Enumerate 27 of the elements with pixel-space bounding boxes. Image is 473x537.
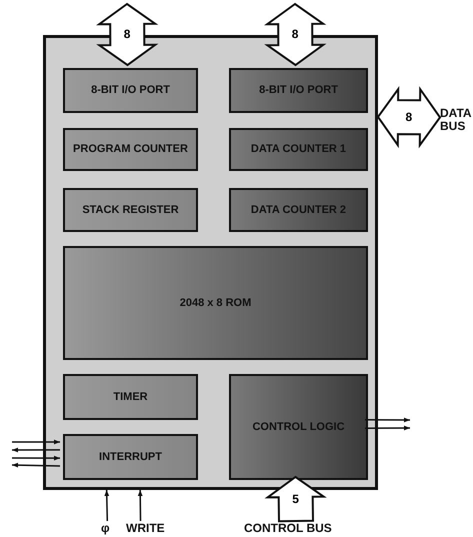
function-block: 8-BIT I/O PORT <box>63 68 198 113</box>
function-block: TIMER <box>63 374 198 420</box>
function-block: 8-BIT I/O PORT <box>229 68 368 113</box>
edge-label: 5 <box>291 492 300 506</box>
bus-arrow <box>264 2 326 66</box>
function-block: DATA COUNTER 1 <box>229 128 368 171</box>
signal-label: φ <box>101 521 115 535</box>
signal-arrow <box>104 490 110 522</box>
function-block: DATA COUNTER 2 <box>229 188 368 232</box>
signal-arrow <box>12 448 60 452</box>
signal-arrow <box>365 426 410 430</box>
signal-arrow <box>12 462 60 468</box>
function-block: PROGRAM COUNTER <box>63 128 198 171</box>
function-block: STACK REGISTER <box>63 188 198 232</box>
signal-arrow <box>138 490 143 522</box>
signal-arrow <box>12 456 60 461</box>
signal-label: DATA BUS <box>440 107 473 133</box>
function-block: INTERRUPT <box>63 434 198 480</box>
signal-arrow <box>365 418 410 422</box>
signal-label: CONTROL BUS <box>244 521 348 535</box>
function-block: 2048 x 8 ROM <box>63 246 368 360</box>
bus-arrow <box>264 476 327 522</box>
bus-arrow <box>376 86 442 148</box>
signal-label: WRITE <box>126 521 170 535</box>
signal-arrow <box>12 440 60 444</box>
function-block: CONTROL LOGIC <box>229 374 368 480</box>
bus-arrow <box>96 2 158 66</box>
